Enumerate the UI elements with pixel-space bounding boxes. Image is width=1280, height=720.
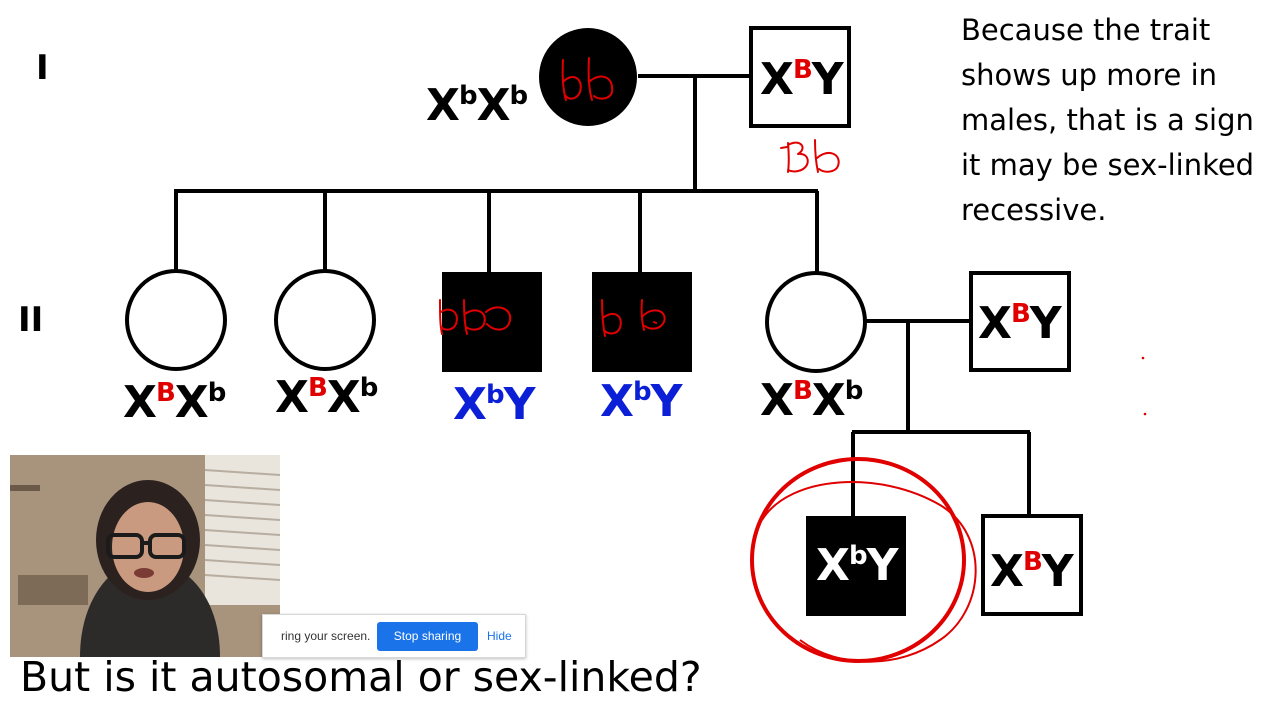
- genotype-daughter-1: XBXb: [123, 378, 227, 425]
- highlight-circle: [750, 457, 977, 663]
- allele-base: X: [174, 377, 209, 428]
- screen-share-bar: ring your screen. Stop sharing Hide: [262, 614, 526, 658]
- question-text: But is it autosomal or sex-linked?: [20, 653, 702, 701]
- genotype-grandson-1: XbY: [816, 541, 898, 588]
- y-chromosome: Y: [866, 540, 899, 591]
- allele-base: X: [990, 546, 1024, 597]
- allele-sup: b: [359, 373, 379, 403]
- allele-base: X: [760, 54, 794, 105]
- genotype-daughter-2: XBXb: [275, 373, 379, 420]
- annotation-bb-son2: [601, 299, 666, 337]
- allele-sup-dominant: B: [792, 55, 813, 85]
- allele-base: X: [275, 372, 309, 423]
- allele-base: X: [453, 379, 487, 430]
- genotype-son-2: XbY: [600, 377, 682, 424]
- stop-sharing-button[interactable]: Stop sharing: [377, 622, 478, 651]
- allele-sup: b: [485, 380, 505, 410]
- allele-base: X: [816, 540, 850, 591]
- allele-base: X: [600, 376, 634, 427]
- hide-button[interactable]: Hide: [487, 629, 512, 643]
- allele-sup-dominant: B: [1010, 299, 1031, 329]
- webcam-video: [10, 455, 280, 657]
- allele-sup: b: [207, 378, 227, 408]
- allele-sup: b: [848, 541, 868, 571]
- annotation-bb-gen1: [561, 57, 614, 101]
- pedigree-lines: [174, 74, 1031, 516]
- male-spouse-gen2: [969, 271, 1071, 372]
- handwritten-annotations: [439, 57, 840, 337]
- affected-male-gen2-1: [442, 272, 542, 372]
- y-chromosome: Y: [811, 54, 844, 105]
- allele-sup-dominant: B: [155, 378, 176, 408]
- generation-label-1: I: [36, 48, 49, 88]
- allele-base: X: [326, 372, 361, 423]
- allele-sup: b: [458, 81, 478, 111]
- stray-dot-2: [1143, 412, 1147, 416]
- y-chromosome: Y: [1041, 546, 1074, 597]
- allele-base: X: [426, 80, 460, 131]
- genotype-grandson-2: XBY: [990, 547, 1074, 594]
- female-gen2-3: [765, 271, 867, 373]
- annotation-bb-son1: [439, 299, 512, 335]
- female-gen2-2: [274, 269, 376, 371]
- genotype-father-gen1: XBY: [760, 55, 844, 102]
- allele-base: X: [811, 375, 846, 426]
- stray-marks: [1141, 356, 1147, 416]
- affected-male-gen3: [806, 516, 906, 616]
- share-status-text: ring your screen.: [281, 629, 371, 643]
- explanation-note: Because the trait shows up more in males…: [961, 13, 1255, 227]
- genotype-husband-gen2: XBY: [978, 299, 1062, 346]
- presenter-image: [10, 455, 280, 657]
- allele-sup-dominant: B: [307, 373, 328, 403]
- allele-sup: b: [632, 377, 652, 407]
- generation-label-2: II: [18, 300, 44, 340]
- genotype-son-1: XbY: [453, 380, 535, 427]
- allele-sup: b: [844, 376, 864, 406]
- y-chromosome: Y: [1029, 298, 1062, 349]
- stray-dot-1: [1141, 356, 1145, 360]
- allele-base: X: [123, 377, 157, 428]
- male-gen1: [749, 26, 851, 128]
- allele-sup-dominant: B: [1022, 547, 1043, 577]
- allele-base: X: [760, 375, 794, 426]
- female-gen2-1: [125, 269, 227, 371]
- allele-sup: b: [509, 81, 529, 111]
- allele-base: X: [476, 80, 511, 131]
- allele-base: X: [978, 298, 1012, 349]
- y-chromosome: Y: [503, 379, 536, 430]
- y-chromosome: Y: [650, 376, 683, 427]
- male-gen3: [981, 514, 1083, 616]
- allele-sup-dominant: B: [792, 376, 813, 406]
- annotation-Bb-gen1: [780, 139, 840, 173]
- genotype-daughter-3: XBXb: [760, 376, 864, 423]
- highlight-circle-inner: [761, 481, 977, 663]
- genotype-mother-gen1: XbXb: [426, 81, 529, 128]
